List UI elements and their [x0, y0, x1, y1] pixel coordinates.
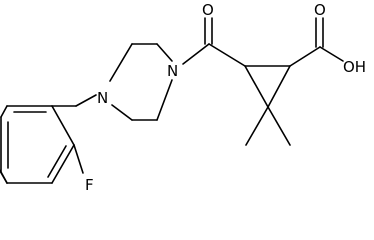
methyl-bond-right	[267, 106, 291, 146]
carbonyl-oxygen-label: O	[202, 1, 214, 19]
chemical-structure: F N N O O OH	[0, 1, 366, 194]
acid-oh-bond	[319, 46, 344, 62]
fluorine-label: F	[85, 176, 94, 194]
cyclopropane-ring	[244, 65, 291, 108]
benzene-ring	[0, 105, 75, 184]
piperazine-ring	[109, 43, 173, 121]
nitrogen-top-label: N	[167, 62, 178, 80]
ring-acid-bond	[289, 46, 321, 67]
carbonyl-ring-bond	[208, 43, 246, 67]
acid-oxygen-label: O	[314, 1, 326, 19]
hydroxyl-label: OH	[343, 58, 366, 76]
nitrogen-left-label: N	[97, 89, 108, 107]
c-f-bond	[73, 144, 84, 174]
methyl-bond-left	[245, 106, 269, 146]
n-carbonyl-bond	[182, 43, 210, 65]
